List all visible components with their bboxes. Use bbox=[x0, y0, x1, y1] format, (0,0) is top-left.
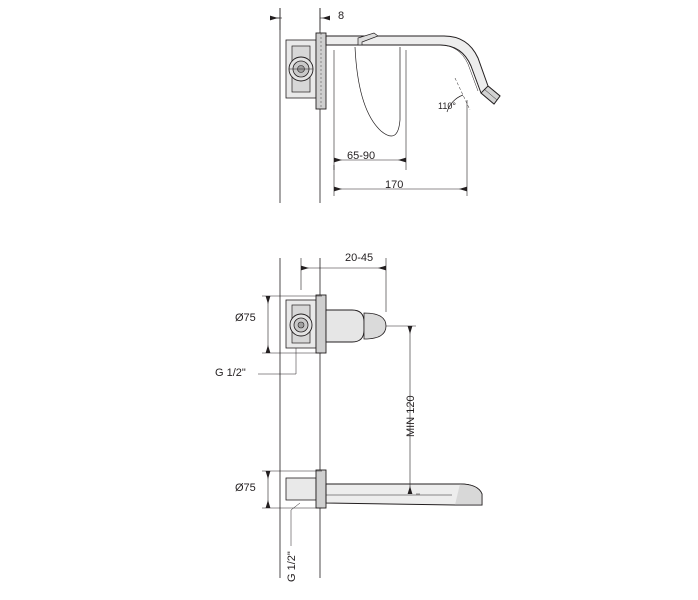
leader-g12-lower bbox=[290, 502, 301, 546]
hose-leaders-top bbox=[354, 46, 401, 137]
dimension-label-min-120: MIN 120 bbox=[405, 395, 417, 437]
dimension-wall-thickness bbox=[270, 8, 330, 30]
dimension-label-dia75-upper: Ø75 bbox=[235, 312, 256, 324]
spout-arm-top bbox=[325, 35, 501, 105]
label-g12-lower: G 1/2" bbox=[286, 551, 298, 582]
angle-dimension-110 bbox=[446, 77, 471, 113]
handle-knob-top bbox=[288, 56, 314, 82]
dimension-label-8: 8 bbox=[338, 10, 345, 22]
aerator-outlet-top bbox=[480, 85, 501, 105]
lever-pin-top bbox=[357, 32, 379, 46]
spout-elevation-bottom bbox=[285, 469, 483, 509]
dimension-65-90 bbox=[333, 50, 407, 170]
label-g12-upper: G 1/2" bbox=[215, 367, 246, 379]
wall-section-top bbox=[279, 8, 321, 203]
escutcheon-top bbox=[315, 32, 327, 110]
dimension-label-170: 170 bbox=[385, 179, 404, 191]
leader-g12-upper bbox=[258, 348, 297, 375]
dimension-min-120 bbox=[386, 325, 420, 495]
dimension-label-65-90: 65-90 bbox=[347, 150, 376, 162]
dimension-label-dia75-lower: Ø75 bbox=[235, 482, 256, 494]
dimension-dia75-upper bbox=[262, 295, 322, 354]
dimension-20-45 bbox=[300, 258, 387, 312]
dimension-label-110-deg: 110° bbox=[438, 101, 456, 111]
dimension-170 bbox=[333, 100, 468, 196]
dimension-label-20-45: 20-45 bbox=[345, 252, 374, 264]
plan-view-group bbox=[270, 8, 501, 203]
dimension-dia75-lower bbox=[262, 470, 322, 509]
mixer-body-bottom bbox=[285, 294, 387, 354]
elevation-view-group bbox=[258, 258, 483, 578]
